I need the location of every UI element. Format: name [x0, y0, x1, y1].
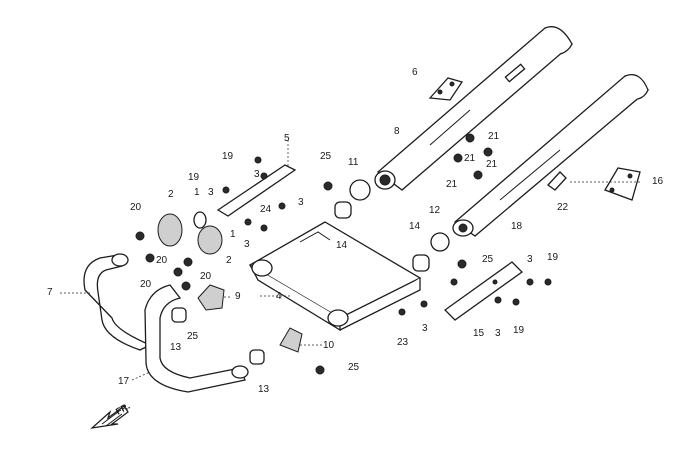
callout-20: 20 — [200, 271, 212, 282]
flange-10 — [279, 327, 303, 353]
callout-6: 6 — [412, 67, 418, 78]
callout-3: 3 — [422, 323, 428, 334]
callout-19: 19 — [547, 252, 559, 263]
callout-2: 2 — [168, 189, 174, 200]
callout-3: 3 — [298, 197, 304, 208]
callout-5: 5 — [284, 133, 290, 144]
flange-2a — [157, 213, 183, 247]
muffler-lower — [452, 73, 650, 237]
callout-21: 21 — [446, 179, 458, 190]
callout-3: 3 — [495, 328, 501, 339]
gasket-1 — [193, 211, 207, 229]
callout-25: 25 — [482, 254, 494, 265]
clamp-11 — [349, 179, 371, 201]
flange-9 — [197, 284, 225, 311]
callout-19: 19 — [222, 151, 234, 162]
sleeve-14a — [334, 201, 352, 219]
callout-14: 14 — [409, 221, 421, 232]
callout-10: 10 — [323, 340, 335, 351]
bracket-16 — [604, 167, 641, 201]
callout-8: 8 — [394, 126, 400, 137]
callout-11: 11 — [348, 157, 359, 168]
callout-25: 25 — [320, 151, 332, 162]
callout-20: 20 — [140, 279, 152, 290]
callout-3: 3 — [527, 254, 533, 265]
callout-13: 13 — [258, 384, 270, 395]
callout-25: 25 — [348, 362, 360, 373]
callout-17: 17 — [118, 376, 130, 387]
callout-4: 4 — [276, 291, 282, 302]
heat-shield-15 — [443, 261, 524, 321]
callout-20: 20 — [156, 255, 168, 266]
collector-chamber-4 — [248, 221, 422, 332]
bracket-6 — [428, 77, 464, 101]
callout-24: 24 — [260, 204, 272, 215]
callout-19: 19 — [513, 325, 525, 336]
flange-2b — [197, 225, 223, 255]
callout-9: 9 — [235, 291, 241, 302]
callout-20: 20 — [130, 202, 142, 213]
muffler-upper — [374, 26, 574, 191]
sleeve-14b — [412, 254, 430, 272]
clamp-12 — [430, 232, 450, 252]
heat-shield-5 — [216, 164, 297, 217]
callout-13: 13 — [170, 342, 182, 353]
callout-2: 2 — [226, 255, 232, 266]
front-direction-arrow-icon — [90, 405, 129, 429]
callout-25: 25 — [187, 331, 199, 342]
exhaust-pipe-7 — [83, 254, 152, 351]
callout-18: 18 — [511, 221, 523, 232]
callout-3: 3 — [208, 187, 214, 198]
callout-21: 21 — [464, 153, 476, 164]
callout-15: 15 — [473, 328, 485, 339]
callout-12: 12 — [429, 205, 441, 216]
callout-14: 14 — [336, 240, 348, 251]
callout-7: 7 — [47, 287, 53, 298]
callout-21: 21 — [488, 131, 500, 142]
callout-16: 16 — [652, 176, 664, 187]
callout-22: 22 — [557, 202, 569, 213]
callout-23: 23 — [397, 337, 409, 348]
exhaust-pipe-17 — [144, 284, 246, 393]
callout-3: 3 — [244, 239, 250, 250]
callout-1: 1 — [230, 229, 236, 240]
callout-21: 21 — [486, 159, 498, 170]
callout-3: 3 — [254, 169, 260, 180]
callout-1: 1 — [194, 187, 200, 198]
callout-19: 19 — [188, 172, 200, 183]
